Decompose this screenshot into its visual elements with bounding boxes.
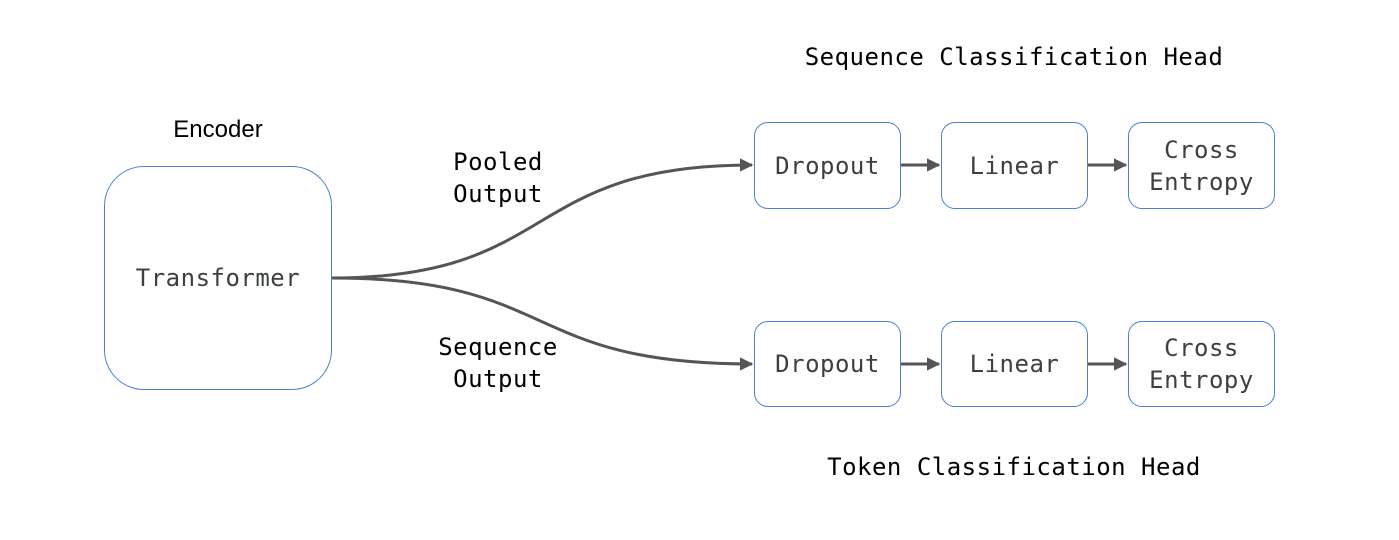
- sequence-output-edge: [331, 276, 754, 371]
- encoder-title: Encoder: [173, 116, 263, 143]
- seq-cross-entropy-node: Cross Entropy: [1128, 122, 1275, 209]
- tok-dropout-node: Dropout: [754, 321, 901, 407]
- pooled-output-label: Pooled Output: [453, 148, 543, 208]
- token-head-title: Token Classification Head: [827, 453, 1201, 481]
- pooled-output-edge: [331, 158, 754, 280]
- seq-linear-node: Linear: [941, 122, 1088, 209]
- tok-cross-entropy-node: Cross Entropy: [1128, 321, 1275, 407]
- tok-linear-node: Linear: [941, 321, 1088, 407]
- transformer-node: Transformer: [104, 166, 332, 390]
- seq-dropout-node: Dropout: [754, 122, 901, 209]
- sequence-output-label: Sequence Output: [438, 333, 558, 393]
- sequence-head-title: Sequence Classification Head: [804, 43, 1224, 71]
